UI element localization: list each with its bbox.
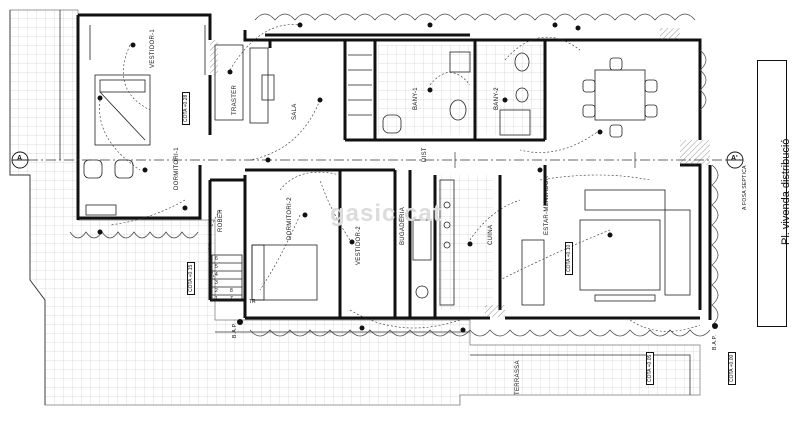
- room-label-dormitori2: DORMITORI-2: [287, 197, 293, 240]
- room-label-sala: SALA: [292, 103, 298, 120]
- room-label-rober: ROBER: [218, 209, 224, 232]
- stair-step-8: 8: [230, 288, 233, 294]
- hatched-walls: [210, 28, 710, 317]
- level-cota-010: COTA +0.10: [565, 241, 573, 275]
- level-cota-015: COTA +0.15: [187, 261, 195, 295]
- stair-step-1: 1: [215, 296, 218, 302]
- stair-step-7: 7: [230, 296, 233, 302]
- annotation-bap-left: B.A.P.: [232, 322, 238, 338]
- electrical-circuits: [99, 24, 701, 332]
- annotation-fosa-septica: A FOSA SEPTICA: [742, 165, 748, 210]
- section-marker-right: A': [731, 155, 738, 162]
- terrace-paving: [9, 9, 701, 406]
- room-label-bany1: BANY-1: [413, 87, 419, 110]
- room-label-terrassa: TERRASSA: [515, 360, 521, 395]
- room-label-traster: TRASTER: [232, 84, 238, 115]
- drawing-title: Pl. vivenda distribució: [780, 138, 792, 245]
- room-label-cuina: CUINA: [488, 224, 494, 245]
- stair-step-6: 6: [215, 256, 218, 262]
- annotation-bap-right: B.A.P.: [712, 334, 718, 350]
- stair-step-2: 2: [215, 288, 218, 294]
- furniture: [83, 25, 691, 306]
- level-cota-000: COTA +0.00: [728, 351, 736, 385]
- watermark: gasic.cat: [330, 200, 442, 227]
- room-label-estar-menjador: ESTAR-MENJADOR: [544, 175, 550, 235]
- stair-step-3: 3: [215, 280, 218, 286]
- lighting-arcs: [69, 13, 719, 337]
- level-cota-005: COTA +0.05: [646, 351, 654, 385]
- electrical-symbols: [97, 22, 718, 333]
- room-label-bugaderia: BUGADERIA: [400, 206, 406, 245]
- section-marker-left: A: [17, 155, 23, 162]
- room-label-dist: DIST: [422, 147, 428, 162]
- bany2-tiles: [475, 45, 545, 135]
- bany1-tiles: [378, 45, 473, 135]
- cuina-tiles: [438, 175, 493, 310]
- annotation-tr: TR: [249, 299, 256, 305]
- title-block: [757, 60, 787, 327]
- room-label-vestidor2: VESTIDOR-2: [356, 225, 362, 265]
- room-label-vestidor1: VESTIDOR-1: [150, 28, 156, 68]
- room-label-dormitori1: DORMITORI-1: [174, 147, 180, 190]
- level-cota-028: COTA +0.28: [182, 91, 190, 125]
- stair-step-5: 5: [215, 264, 218, 270]
- room-label-bany2: BANY-2: [494, 87, 500, 110]
- stair-step-4: 4: [215, 272, 218, 278]
- section-line: [11, 151, 744, 169]
